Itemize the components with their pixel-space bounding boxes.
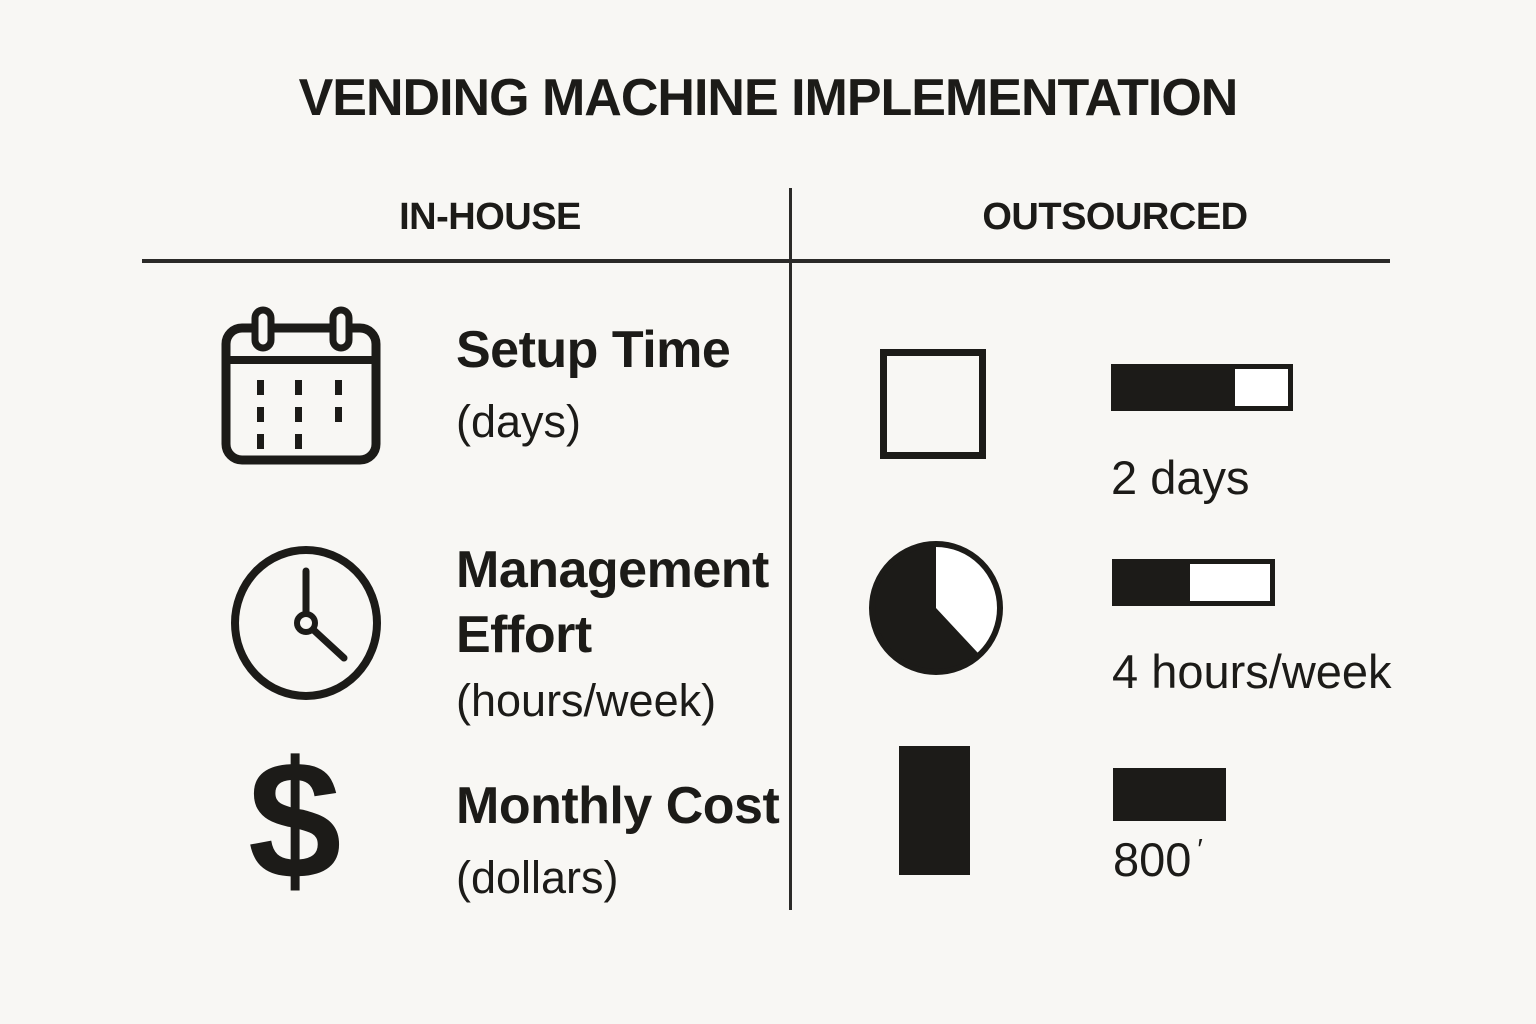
vertical-divider xyxy=(789,188,792,910)
prime-mark: ′ xyxy=(1197,834,1203,867)
calendar-icon xyxy=(221,306,381,465)
metric-unit: (dollars) xyxy=(456,852,619,903)
empty-square-indicator xyxy=(880,349,986,459)
horizontal-divider xyxy=(142,259,1390,263)
monthly-cost-value: 800′ xyxy=(1113,833,1203,886)
setup-time-value: 2 days xyxy=(1111,451,1250,504)
management-effort-gauge xyxy=(1112,559,1275,606)
metric-setup-time: Setup Time (days) xyxy=(456,318,731,447)
clock-icon xyxy=(231,546,381,700)
column-header-outsourced: OUTSOURCED xyxy=(982,196,1248,238)
solid-column-indicator xyxy=(899,746,970,875)
dollar-sign-icon: $ xyxy=(248,726,342,914)
metric-monthly-cost: Monthly Cost (dollars) xyxy=(456,774,780,903)
pie-chart-indicator xyxy=(869,541,1003,675)
gauge-fill xyxy=(1117,564,1191,601)
metric-label: Management Effort xyxy=(456,541,769,664)
calendar-day-marks xyxy=(257,380,342,449)
management-effort-value: 4 hours/week xyxy=(1112,645,1392,698)
metric-label: Setup Time xyxy=(456,321,731,379)
solid-bar-indicator xyxy=(1113,768,1226,821)
column-header-in-house: IN-HOUSE xyxy=(399,196,581,238)
metric-unit: (days) xyxy=(456,396,582,447)
gauge-fill xyxy=(1116,369,1235,406)
metric-unit: (hours/week) xyxy=(456,675,717,726)
metric-label: Monthly Cost xyxy=(456,777,780,835)
page-title: VENDING MACHINE IMPLEMENTATION xyxy=(298,69,1239,127)
setup-time-gauge xyxy=(1111,364,1293,411)
metric-management-effort: Management Effort (hours/week) xyxy=(456,538,806,726)
